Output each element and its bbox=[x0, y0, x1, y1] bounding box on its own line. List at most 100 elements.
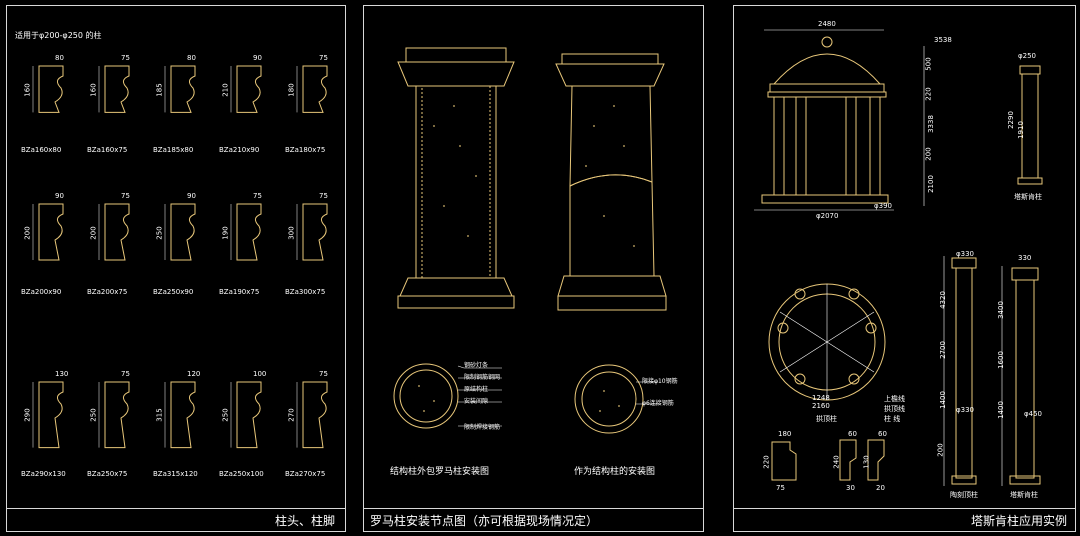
dim-base: φ2070 bbox=[816, 212, 839, 220]
profile-outline bbox=[38, 381, 64, 449]
profile-outline bbox=[104, 381, 130, 449]
profile-code: BZa250x75 bbox=[87, 470, 128, 478]
col-b-label: 塔斯肯柱 bbox=[1010, 491, 1038, 499]
dim-side: 3338 bbox=[926, 115, 935, 133]
col-a-label: 陶刻顶柱 bbox=[950, 491, 978, 499]
profile-code: BZa200x90 bbox=[21, 288, 62, 296]
col-a-mid: φ330 bbox=[956, 406, 974, 414]
legend-left-item: 限制焊接钢筋 bbox=[464, 424, 501, 431]
profile-outline bbox=[302, 65, 328, 113]
dim-side: 2100 bbox=[926, 175, 935, 193]
profile-height: 210 bbox=[221, 83, 230, 97]
profile-width: 75 bbox=[253, 192, 262, 200]
col-a-height: 2700 bbox=[938, 341, 947, 359]
small-profile-height: 130 bbox=[862, 455, 871, 469]
profile-height: 185 bbox=[155, 83, 164, 97]
profile-code: BZa160x75 bbox=[87, 146, 128, 154]
profile-height: 160 bbox=[23, 83, 32, 97]
profile-code: BZa270x75 bbox=[285, 470, 326, 478]
plan-callout: 上檐线 bbox=[884, 395, 905, 403]
profile-width: 120 bbox=[187, 370, 201, 378]
profile-height: 200 bbox=[89, 225, 98, 240]
profile-outline bbox=[236, 203, 262, 261]
panel3-footer: 塔斯肯柱应用实例 bbox=[734, 508, 1075, 531]
legend-left-item: 原结构柱 bbox=[464, 386, 489, 393]
col-a-height: 1400 bbox=[938, 391, 947, 409]
legend-right-item: 限接φ10钢筋 bbox=[642, 378, 678, 385]
profile-code: BZa185x80 bbox=[153, 146, 194, 154]
plan-callout: 拱顶线 bbox=[884, 405, 905, 413]
profile-height: 160 bbox=[89, 83, 98, 97]
profile-shape bbox=[230, 203, 262, 261]
profile-width: 75 bbox=[319, 54, 328, 62]
col-b-height: 1600 bbox=[996, 351, 1005, 369]
profile-shape bbox=[32, 381, 64, 449]
profile-width: 75 bbox=[319, 192, 328, 200]
legend-left-item: 限制钢筋钢网 bbox=[464, 374, 501, 381]
plan-callout: 柱 线 bbox=[884, 415, 901, 423]
small-column-height: 2290 bbox=[1006, 111, 1015, 129]
profile-width: 75 bbox=[121, 192, 130, 200]
profile-outline bbox=[170, 381, 196, 449]
profile-width: 130 bbox=[55, 370, 69, 378]
plan-dim: 2160 bbox=[812, 402, 830, 410]
profile-code: BZa190x75 bbox=[219, 288, 260, 296]
profile-height: 180 bbox=[287, 83, 296, 97]
profile-shape bbox=[164, 65, 196, 113]
plan-label: 拱顶柱 bbox=[816, 415, 837, 423]
caption-left: 结构柱外包罗马柱安装图 bbox=[390, 467, 490, 477]
small-column-height2: 1910 bbox=[1016, 121, 1025, 139]
profile-code: BZa250x100 bbox=[219, 470, 264, 478]
caption-right: 作为结构柱的安装图 bbox=[574, 467, 656, 477]
profile-outline bbox=[302, 203, 328, 261]
dim-side: 500 bbox=[924, 57, 933, 71]
applicability-note: 适用于φ200-φ250 的柱 bbox=[15, 31, 102, 40]
profile-width: 90 bbox=[187, 192, 196, 200]
profile-shape bbox=[296, 65, 328, 113]
profile-shape bbox=[296, 381, 328, 449]
small-column-label: 塔斯肯柱 bbox=[1014, 193, 1042, 201]
profile-outline bbox=[104, 65, 130, 113]
profile-shape bbox=[98, 381, 130, 449]
dim-side: 200 bbox=[924, 147, 933, 161]
profile-code: BZa250x90 bbox=[153, 288, 194, 296]
profile-height: 190 bbox=[221, 225, 230, 240]
profile-width: 75 bbox=[121, 54, 130, 62]
profile-width: 100 bbox=[253, 370, 267, 378]
profile-shape bbox=[98, 203, 130, 261]
profile-outline bbox=[302, 381, 328, 449]
profile-height: 250 bbox=[221, 408, 230, 422]
col-a-height: 200 bbox=[936, 443, 945, 457]
dim-side: 220 bbox=[924, 87, 933, 101]
profile-code: BZa315x120 bbox=[153, 470, 198, 478]
profile-shape bbox=[164, 203, 196, 261]
plan-dim: 1248 bbox=[812, 394, 830, 402]
profile-height: 270 bbox=[287, 408, 296, 422]
profile-outline bbox=[236, 381, 262, 449]
col-b-mid: φ450 bbox=[1024, 410, 1042, 418]
profile-height: 315 bbox=[155, 408, 164, 422]
profile-width: 90 bbox=[253, 54, 262, 62]
profile-shape bbox=[32, 203, 64, 261]
legend-right-item: φ6连接钢筋 bbox=[642, 400, 674, 407]
profile-shape bbox=[164, 381, 196, 449]
small-profile-base: 75 bbox=[776, 484, 785, 492]
profile-height: 250 bbox=[155, 225, 164, 240]
profile-shape bbox=[296, 203, 328, 261]
profile-outline bbox=[38, 65, 64, 113]
panel1-title: 柱头、柱脚 bbox=[274, 514, 335, 528]
profile-width: 75 bbox=[319, 370, 328, 378]
small-profile-width: 180 bbox=[778, 430, 792, 438]
profile-shape bbox=[230, 65, 262, 113]
small-profile-height: 240 bbox=[832, 455, 841, 469]
profile-code: BZa290x130 bbox=[21, 470, 66, 478]
profile-width: 75 bbox=[121, 370, 130, 378]
profile-shape bbox=[32, 65, 64, 113]
profile-width: 90 bbox=[55, 192, 64, 200]
profile-outline bbox=[170, 203, 196, 261]
small-profile-base: 30 bbox=[846, 484, 855, 492]
profile-outline bbox=[38, 203, 64, 261]
small-profile-width: 60 bbox=[848, 430, 857, 438]
dim-top: 2480 bbox=[818, 20, 836, 28]
